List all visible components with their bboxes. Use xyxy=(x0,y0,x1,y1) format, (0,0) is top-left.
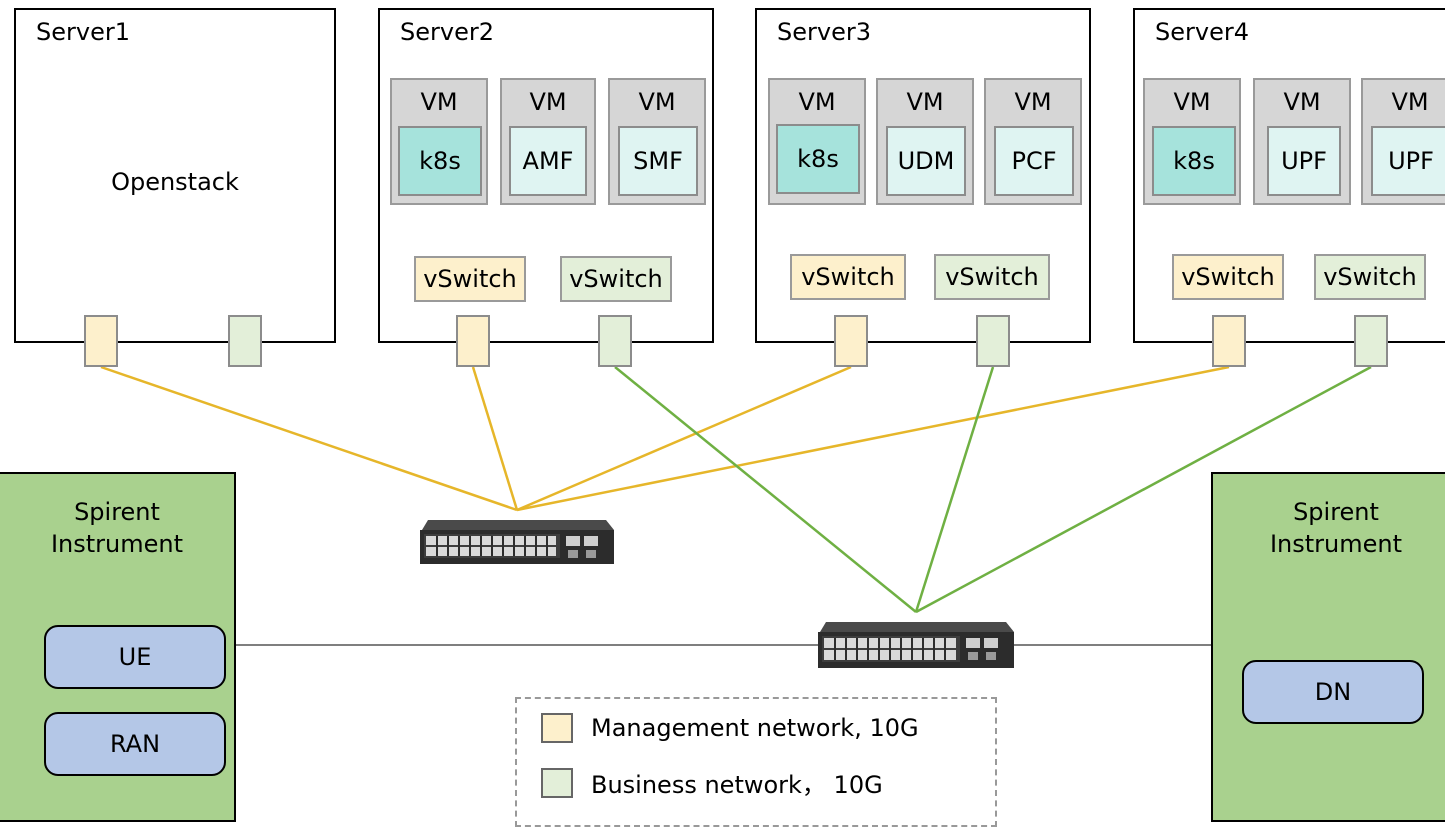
k8s-node: k8s xyxy=(398,126,482,196)
smf-function: SMF xyxy=(618,126,698,196)
vm-box: VM UDM xyxy=(876,78,974,205)
upf-function: UPF xyxy=(1371,126,1445,196)
network-switch-icon xyxy=(420,520,614,564)
legend-item-business: Business network， 10G xyxy=(541,765,883,800)
vm-box: VM k8s xyxy=(1143,78,1241,205)
spirent-title-line1: Spirent xyxy=(74,498,160,526)
spirent-instrument-right: Spirent Instrument xyxy=(1211,472,1445,822)
mgmt-uplink xyxy=(100,365,518,512)
server1-box: Server1 Openstack xyxy=(14,8,336,343)
vm-label: VM xyxy=(798,88,836,116)
upf-function: UPF xyxy=(1267,126,1341,196)
spirent-title-line2: Instrument xyxy=(50,530,184,558)
spirent-title: Spirent Instrument xyxy=(1213,496,1445,560)
business-port xyxy=(1354,315,1388,367)
legend: Management network, 10G Business network… xyxy=(515,697,997,827)
vswitch-management: vSwitch xyxy=(414,256,526,302)
mgmt-uplink xyxy=(516,365,852,512)
business-uplink xyxy=(914,366,995,613)
vswitch-business: vSwitch xyxy=(934,254,1050,300)
mgmt-port xyxy=(834,315,868,367)
vm-box: VM k8s xyxy=(390,78,488,205)
spirent-title: Spirent Instrument xyxy=(0,496,234,560)
vm-label: VM xyxy=(638,88,676,116)
mgmt-uplink xyxy=(516,365,1230,512)
business-port xyxy=(228,315,262,367)
vm-box: VM UPF xyxy=(1361,78,1445,205)
business-port xyxy=(976,315,1010,367)
amf-function: AMF xyxy=(509,126,587,196)
business-uplink xyxy=(614,366,917,613)
udm-function: UDM xyxy=(886,126,966,196)
business-port xyxy=(598,315,632,367)
ran-endpoint: RAN xyxy=(44,712,226,776)
vswitch-management: vSwitch xyxy=(790,254,906,300)
dn-endpoint: DN xyxy=(1242,660,1424,724)
k8s-node: k8s xyxy=(776,124,860,194)
vm-box: VM UPF xyxy=(1253,78,1351,205)
mgmt-uplink xyxy=(471,366,519,511)
vm-label: VM xyxy=(529,88,567,116)
vswitch-business: vSwitch xyxy=(560,256,672,302)
vm-label: VM xyxy=(1391,88,1429,116)
k8s-node: k8s xyxy=(1152,126,1236,196)
legend-label-business: Business network， 10G xyxy=(591,771,883,799)
spirent-title-line2: Instrument xyxy=(1269,530,1403,558)
vm-box: VM AMF xyxy=(500,78,596,205)
legend-swatch-business xyxy=(541,767,573,798)
network-switch-icon xyxy=(818,622,1014,668)
server4-title: Server4 xyxy=(1155,18,1249,46)
server2-title: Server2 xyxy=(400,18,494,46)
server3-title: Server3 xyxy=(777,18,871,46)
ue-endpoint: UE xyxy=(44,625,226,689)
legend-label-management: Management network, 10G xyxy=(591,714,919,742)
vm-label: VM xyxy=(1283,88,1321,116)
spirent-title-line1: Spirent xyxy=(1293,498,1379,526)
vm-box: VM SMF xyxy=(608,78,706,205)
vswitch-management: vSwitch xyxy=(1172,254,1284,300)
legend-swatch-management xyxy=(541,713,573,743)
legend-item-management: Management network, 10G xyxy=(541,713,919,743)
mgmt-port xyxy=(456,315,490,367)
vm-box: VM PCF xyxy=(984,78,1082,205)
vswitch-business: vSwitch xyxy=(1314,254,1426,300)
vm-box: VM k8s xyxy=(768,78,866,205)
openstack-label: Openstack xyxy=(111,168,239,196)
vm-label: VM xyxy=(906,88,944,116)
vm-label: VM xyxy=(1014,88,1052,116)
pcf-function: PCF xyxy=(994,126,1074,196)
mgmt-port xyxy=(1212,315,1246,367)
vm-label: VM xyxy=(1173,88,1211,116)
vm-label: VM xyxy=(420,88,458,116)
business-uplink xyxy=(915,365,1372,614)
mgmt-port xyxy=(84,315,118,367)
server1-title: Server1 xyxy=(36,18,130,46)
